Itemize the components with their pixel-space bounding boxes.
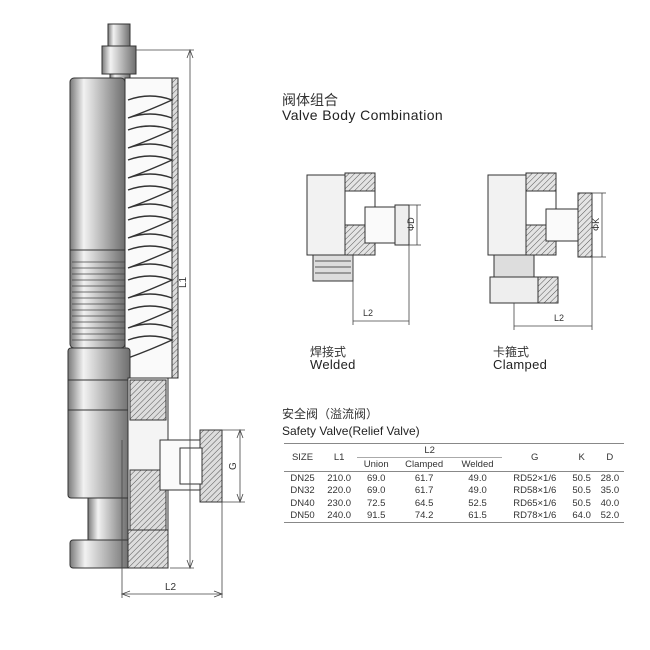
cell-d: 40.0 — [600, 497, 620, 509]
cell-clamped: 64.5 — [414, 497, 434, 509]
spec-table-title-en: Safety Valve(Relief Valve) — [282, 424, 420, 438]
header-union: Union — [363, 459, 389, 470]
welded-body-drawing: ΦD L2 — [306, 172, 421, 325]
l1-dimension — [136, 48, 194, 570]
cell-k: 64.0 — [567, 509, 596, 523]
welded-dim-label: ΦD — [406, 217, 416, 231]
bottom-nut — [69, 539, 131, 569]
cell-size: DN40 — [290, 497, 315, 509]
cell-g: RD58×1/6 — [513, 485, 557, 497]
cell-union: 91.5 — [357, 509, 396, 523]
stem-nut — [101, 45, 137, 75]
welded-label-en: Welded — [310, 357, 356, 372]
section-title-cn: 阀体组合 — [282, 92, 338, 108]
cell-d: 28.0 — [595, 471, 624, 485]
cell-g: RD78×1/6 — [501, 509, 568, 523]
cell-clamped: 61.7 — [395, 471, 454, 485]
outlet-flange — [199, 429, 223, 503]
cell-k: 50.5 — [572, 497, 591, 509]
cell-d: 52.0 — [595, 509, 624, 523]
l2-label: L2 — [165, 582, 177, 593]
welded-label-cn: 焊接式 — [310, 345, 347, 359]
table-row: DN32 220.0 69.0 61.7 49.0 RD58×1/6 50.5 35.0 — [284, 485, 624, 498]
cell-size: DN32 — [290, 485, 315, 497]
cell-l1: 220.0 — [327, 485, 352, 497]
cell-d: 35.0 — [600, 485, 620, 497]
cell-l1: 240.0 — [321, 509, 358, 523]
welded-l2-label: L2 — [363, 308, 373, 318]
lower-body — [67, 347, 131, 499]
spring-coils — [127, 95, 174, 359]
cell-clamped: 74.2 — [395, 509, 454, 523]
header-clamped: Clamped — [405, 459, 444, 470]
section-title-en: Valve Body Combination — [282, 107, 444, 123]
spec-table: SIZE L1 L2 G K D Union Clamped Welded DN… — [284, 443, 624, 523]
clamped-label-cn: 卡箍式 — [493, 345, 530, 359]
l2-dimension — [120, 440, 224, 598]
cell-g: RD65×1/6 — [513, 497, 557, 509]
cell-welded: 61.5 — [453, 509, 502, 523]
spring-housing-section — [124, 77, 178, 379]
cell-g: RD52×1/6 — [501, 471, 568, 485]
l1-label: L1 — [178, 276, 189, 288]
header-d: D — [606, 452, 614, 463]
cell-welded: 49.0 — [453, 471, 502, 485]
header-k: K — [578, 452, 585, 463]
header-g: G — [531, 452, 539, 463]
clamped-l2-label: L2 — [554, 313, 564, 323]
clamped-dim-label: ΦK — [591, 218, 601, 231]
cell-clamped: 61.7 — [414, 485, 434, 497]
outer-housing — [69, 77, 126, 349]
header-l1: L1 — [333, 452, 345, 463]
cell-welded: 49.0 — [468, 485, 487, 497]
table-row: DN40 230.0 72.5 64.5 52.5 RD65×1/6 50.5 40.0 — [284, 497, 624, 510]
header-l2: L2 — [357, 443, 502, 458]
spec-table-title-cn: 安全阀（溢流阀） — [282, 407, 379, 421]
header-welded: Welded — [461, 459, 494, 470]
cell-k: 50.5 — [567, 471, 596, 485]
cell-union: 72.5 — [366, 497, 386, 509]
cell-welded: 52.5 — [468, 497, 487, 509]
stem-cap — [107, 23, 131, 47]
header-size: SIZE — [291, 452, 314, 463]
main-valve-drawing: L1 G L2 — [67, 23, 245, 598]
cell-k: 50.5 — [572, 485, 591, 497]
cell-l1: 230.0 — [327, 497, 352, 509]
cell-union: 69.0 — [366, 485, 386, 497]
cell-l1: 210.0 — [321, 471, 358, 485]
thread-lines — [72, 261, 125, 341]
g-label: G — [228, 462, 239, 470]
g-dimension — [222, 428, 245, 504]
clamped-label-en: Clamped — [493, 357, 548, 372]
cell-size: DN50 — [284, 509, 322, 523]
cell-size: DN25 — [284, 471, 322, 485]
cell-union: 69.0 — [357, 471, 396, 485]
clamped-body-drawing: ΦK L2 — [487, 172, 606, 330]
